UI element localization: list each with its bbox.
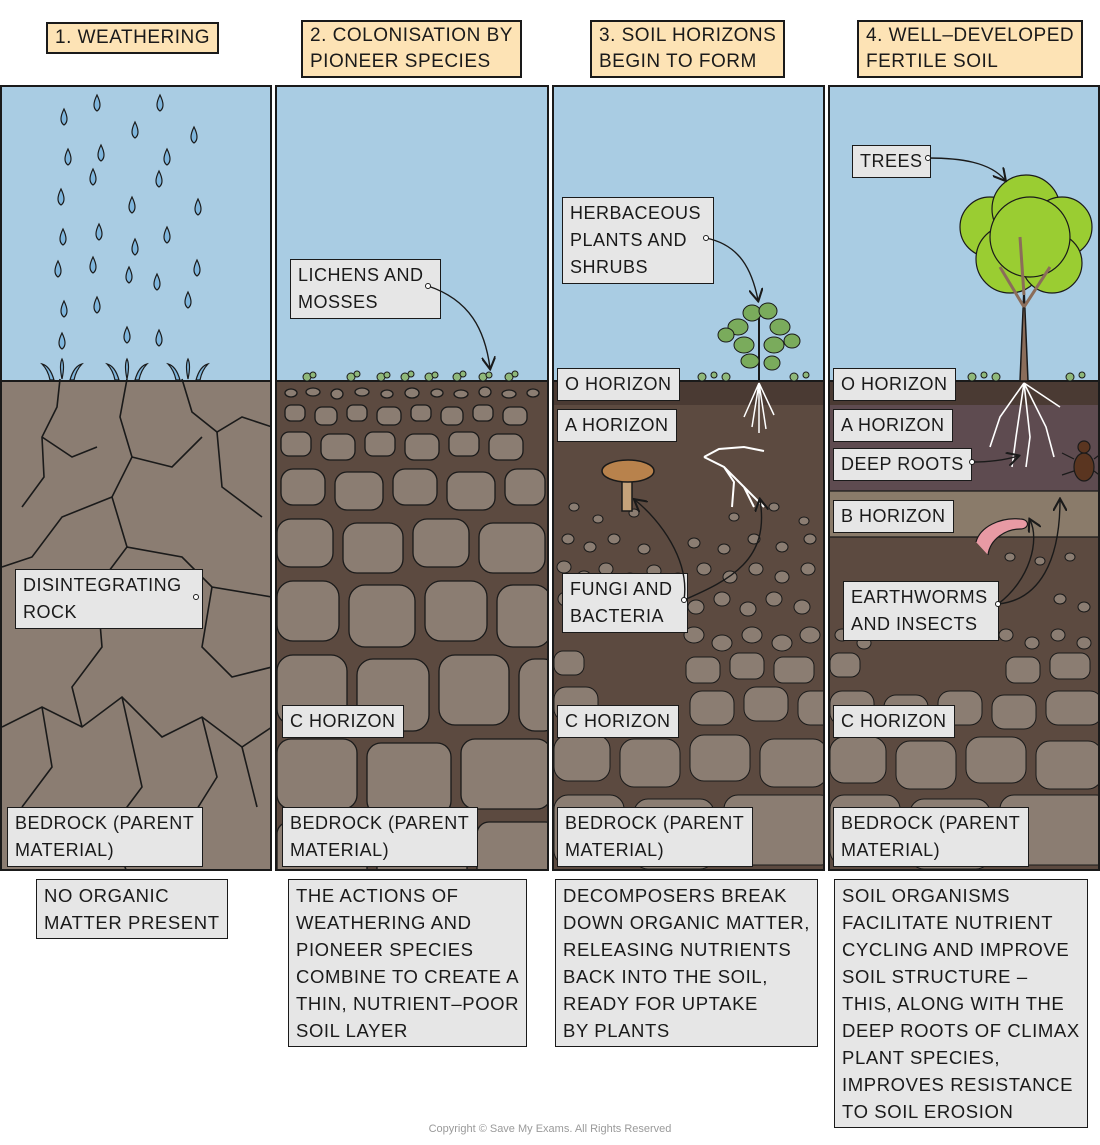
stage-1-title: 1. WEATHERING	[46, 22, 219, 54]
tree-branches	[998, 236, 1052, 308]
label-herbaceous-plants: HERBACEOUS PLANTS AND SHRUBS	[562, 197, 714, 284]
label-trees: TREES	[852, 145, 931, 178]
label-a-horizon-3: A HORIZON	[557, 409, 677, 442]
label-c-horizon-2: C HORIZON	[282, 705, 404, 738]
tree-canopy	[959, 174, 1093, 294]
rock-cracks	[2, 378, 270, 869]
mushroom-icon	[601, 459, 655, 512]
label-c-horizon-3: C HORIZON	[557, 705, 679, 738]
colonisation-illustration	[277, 370, 547, 869]
raindrops	[54, 93, 202, 350]
description-stage-1: NO ORGANIC MATTER PRESENT	[36, 879, 228, 939]
label-a-horizon-4: A HORIZON	[833, 409, 953, 442]
label-lichens-and-mosses: LICHENS AND MOSSES	[290, 259, 441, 319]
plant-roots-icon	[743, 382, 775, 433]
stage-3-title: 3. SOIL HORIZONS BEGIN TO FORM	[590, 20, 786, 78]
panel-soil-horizons: HERBACEOUS PLANTS AND SHRUBS O HORIZON A…	[552, 85, 825, 871]
tree-icon	[959, 174, 1093, 468]
label-o-horizon-4: O HORIZON	[833, 368, 956, 401]
label-bedrock-1: BEDROCK (PARENT MATERIAL)	[7, 807, 203, 867]
soil-stones	[277, 386, 547, 869]
label-o-horizon-3: O HORIZON	[557, 368, 680, 401]
moss-tufts	[697, 371, 810, 382]
label-deep-roots: DEEP ROOTS	[833, 448, 972, 481]
tree-trunk	[1019, 286, 1029, 382]
copyright-text: Copyright © Save My Exams. All Rights Re…	[428, 1123, 672, 1135]
label-bedrock-4: BEDROCK (PARENT MATERIAL)	[833, 807, 1029, 867]
label-c-horizon-4: C HORIZON	[833, 705, 955, 738]
moss-tufts	[967, 371, 1086, 382]
deep-roots-icon	[989, 382, 1061, 468]
label-bedrock-2: BEDROCK (PARENT MATERIAL)	[282, 807, 478, 867]
herbaceous-plant-icon	[717, 302, 801, 433]
label-earthworms-and-insects: EARTHWORMS AND INSECTS	[843, 581, 999, 641]
description-stage-4: SOIL ORGANISMS FACILITATE NUTRIENT CYCLI…	[834, 879, 1088, 1128]
white-roots-icon	[703, 445, 765, 508]
panel-colonisation: LICHENS AND MOSSES C HORIZON BEDROCK (PA…	[275, 85, 549, 871]
label-b-horizon-4: B HORIZON	[833, 500, 954, 533]
label-bedrock-3: BEDROCK (PARENT MATERIAL)	[557, 807, 753, 867]
panel-weathering: DISINTEGRATING ROCK BEDROCK (PARENT MATE…	[0, 85, 272, 871]
stage-2-title: 2. COLONISATION BY PIONEER SPECIES	[301, 20, 522, 78]
panel-fertile-soil: TREES O HORIZON A HORIZON DEEP ROOTS B H…	[828, 85, 1100, 871]
label-fungi-and-bacteria: FUNGI AND BACTERIA	[562, 573, 688, 633]
beetle-icon	[1061, 440, 1098, 482]
rain-splashes	[40, 357, 210, 381]
weathering-illustration	[2, 93, 270, 869]
description-stage-2: THE ACTIONS OF WEATHERING AND PIONEER SP…	[288, 879, 528, 1047]
description-stage-3: DECOMPOSERS BREAK DOWN ORGANIC MATTER, R…	[555, 879, 819, 1047]
lichens-and-mosses	[302, 370, 519, 382]
label-disintegrating-rock: DISINTEGRATING ROCK	[15, 569, 203, 629]
stage-4-title: 4. WELL–DEVELOPED FERTILE SOIL	[857, 20, 1084, 78]
